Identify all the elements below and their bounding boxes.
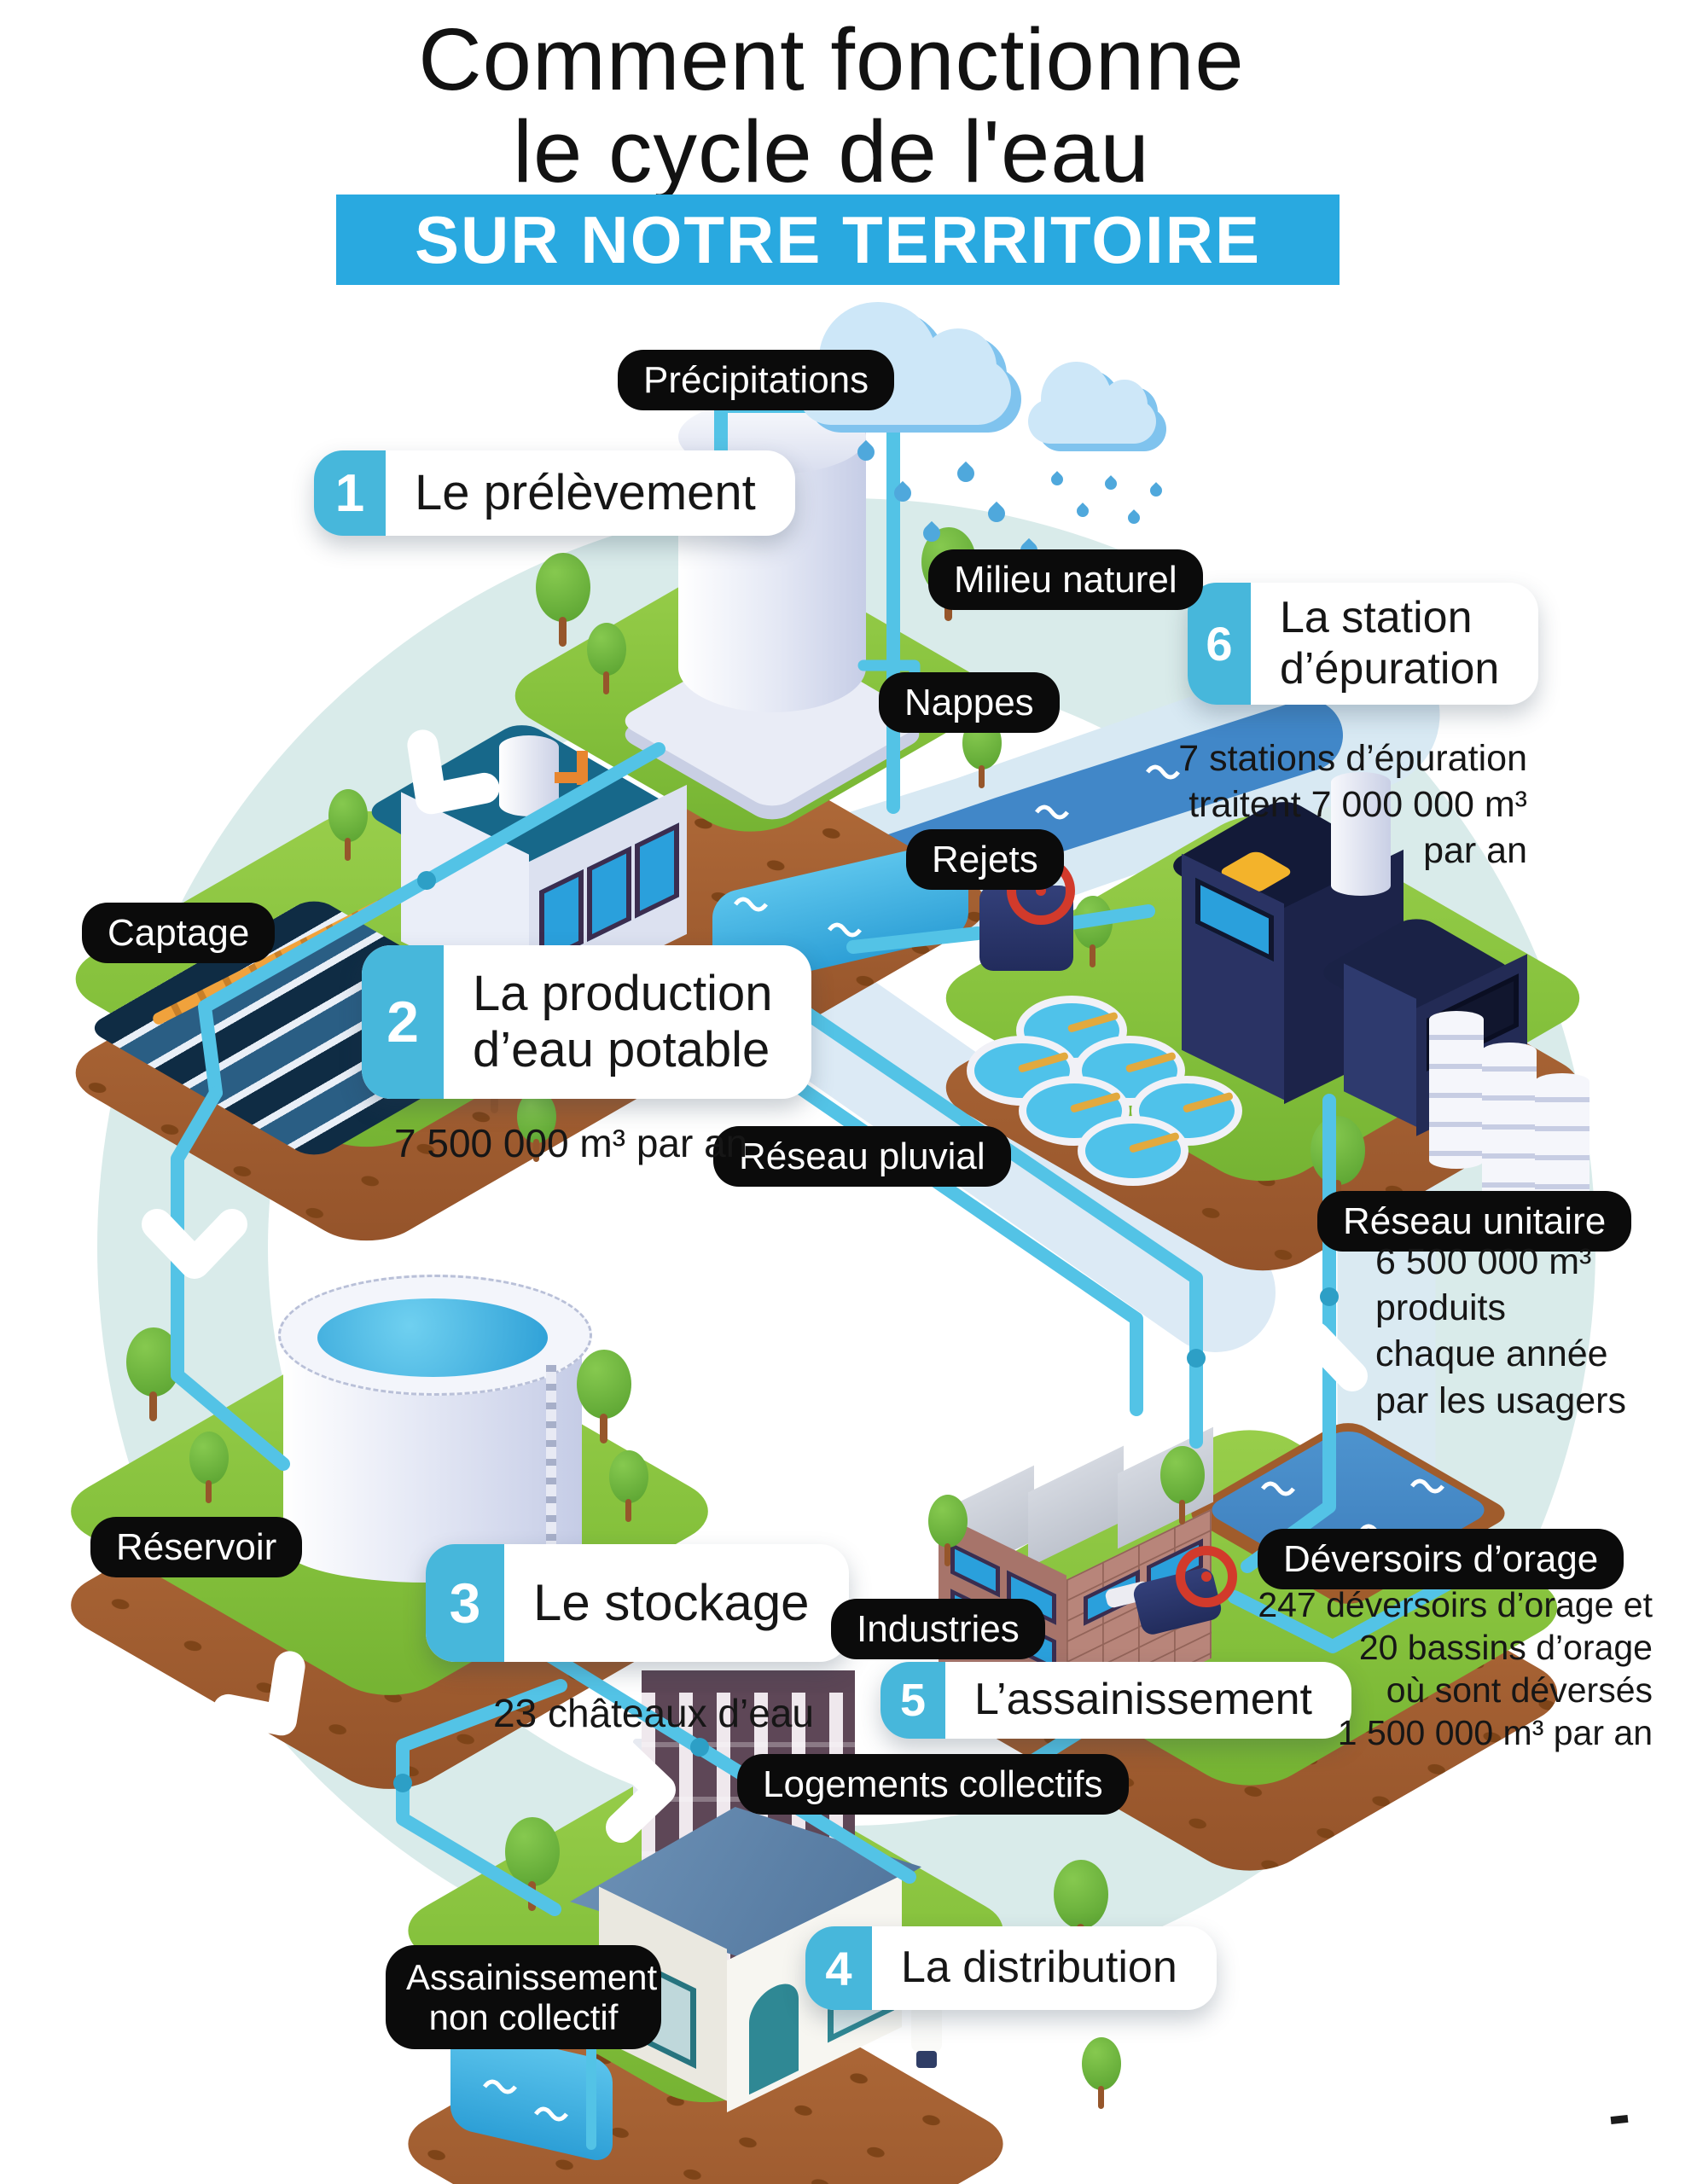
tree <box>587 623 626 694</box>
stat-deversoirs: 247 déversoirs d’orage et 20 bassins d’o… <box>1258 1583 1653 1754</box>
tag-nappes: Nappes <box>879 672 1060 734</box>
tree <box>328 789 368 861</box>
stat-line: où sont déversés <box>1386 1670 1653 1711</box>
pipe-reseau-pluvial-1 <box>768 985 1203 1449</box>
reservoir-ladder <box>546 1365 556 1578</box>
tree <box>1082 2037 1121 2109</box>
step-label: La station <box>1280 593 1473 643</box>
rooftop-silo <box>499 735 559 816</box>
flow-chevrons <box>142 729 1368 1843</box>
stat-epuration: 7 stations d’épuration traitent 7 000 00… <box>1178 735 1527 874</box>
tree <box>1311 1116 1365 1210</box>
step-label: Le stockage <box>533 1573 810 1631</box>
tree <box>609 1450 648 1522</box>
tree <box>1160 1446 1205 1525</box>
rain-cloud-small <box>1028 361 1156 444</box>
chevron-up-icon <box>1262 1321 1368 1391</box>
tag-reseau-unitaire: Réseau unitaire <box>1317 1191 1632 1252</box>
title-line-1: Comment fonctionne <box>418 10 1245 108</box>
step-pill-distribution: 4 La distribution <box>805 1926 1217 2010</box>
tree <box>517 1090 556 1162</box>
stat-line: 247 déversoirs d’orage et <box>1258 1585 1653 1624</box>
tag-industries: Industries <box>831 1599 1045 1660</box>
tree <box>577 1350 631 1443</box>
tag-reservoir: Réservoir <box>90 1517 303 1578</box>
stat-line: 1 500 000 m³ par an <box>1337 1713 1653 1753</box>
stat-line: par an <box>1423 830 1527 872</box>
industries-valve-wheel-icon <box>1176 1546 1237 1607</box>
step-number: 3 <box>426 1544 504 1662</box>
tag-reseau-pluvial: Réseau pluvial <box>713 1126 1011 1188</box>
tag-logements-collectifs: Logements collectifs <box>737 1754 1129 1815</box>
tag-assainissement-non-collectif: Assainissement non collectif <box>386 1945 661 2050</box>
step-pill-epuration: 6 La station d’épuration <box>1188 583 1539 705</box>
step-label: d’eau potable <box>473 1022 770 1077</box>
chevron-down-icon <box>142 1209 247 1279</box>
tag-captage: Captage <box>82 903 276 964</box>
step-pill-stockage: 3 Le stockage <box>426 1544 849 1662</box>
step-number: 4 <box>805 1926 872 2010</box>
plant-silo <box>1331 772 1391 896</box>
title-banner: SUR NOTRE TERRITOIRE <box>336 195 1340 285</box>
stat-stockage: 23 châteaux d’eau <box>493 1691 814 1735</box>
step-number: 5 <box>880 1662 945 1739</box>
stat-line: 6 500 000 m³ produits <box>1375 1241 1592 1329</box>
stat-line: 20 bassins d’orage <box>1358 1628 1653 1668</box>
reservoir-water <box>317 1298 548 1377</box>
step-number: 1 <box>314 450 386 536</box>
title-line-2: le cycle de l'eau <box>513 102 1150 201</box>
pipe-industries-basin <box>1228 1573 1462 1653</box>
step-label: Le prélèvement <box>415 464 756 520</box>
storage-tank <box>1482 1043 1537 1200</box>
tree <box>189 1432 229 1503</box>
stat-line: chaque année <box>1375 1333 1608 1375</box>
step-number: 6 <box>1188 583 1251 705</box>
chevron-down-right-icon <box>212 1651 305 1736</box>
step-label: La production <box>473 965 773 1021</box>
step-pill-prelevement: 1 Le prélèvement <box>314 450 795 536</box>
step-pill-production: 2 La production d’eau potable <box>362 945 812 1099</box>
step-number: 2 <box>362 945 444 1099</box>
step-label: d’épuration <box>1280 643 1500 694</box>
tree <box>536 553 590 647</box>
tag-deversoirs-orage: Déversoirs d’orage <box>1258 1529 1624 1590</box>
step-label: L’assainissement <box>974 1675 1312 1725</box>
stat-line: 7 stations d’épuration <box>1178 738 1527 779</box>
tag-milieu-naturel: Milieu naturel <box>928 549 1203 611</box>
tag-rejets: Rejets <box>906 829 1064 891</box>
orange-pipe <box>577 751 588 785</box>
chevron-right-icon <box>606 1737 676 1843</box>
pipe-rejets-right <box>1065 904 1155 930</box>
step-pill-assainissement: 5 L’assainissement <box>880 1662 1351 1739</box>
tag-precipitations: Précipitations <box>618 350 895 411</box>
pipe-rejets-left <box>846 926 985 954</box>
chevron-down-left-icon <box>407 729 500 815</box>
stat-reseau-unitaire: 6 500 000 m³ produits chaque année par l… <box>1375 1239 1697 1424</box>
pipe-well-to-captage <box>198 742 665 1100</box>
tree <box>928 1495 968 1566</box>
stat-production: 7 500 000 m³ par an <box>394 1121 748 1165</box>
clarifier-basin <box>1078 1116 1188 1186</box>
page-title: Comment fonctionne le cycle de l'eau <box>0 10 1663 201</box>
stat-line: par les usagers <box>1375 1380 1626 1421</box>
storage-tank <box>1429 1011 1484 1169</box>
stat-line: traitent 7 000 000 m³ <box>1188 784 1527 826</box>
step-label: La distribution <box>901 1943 1177 1993</box>
